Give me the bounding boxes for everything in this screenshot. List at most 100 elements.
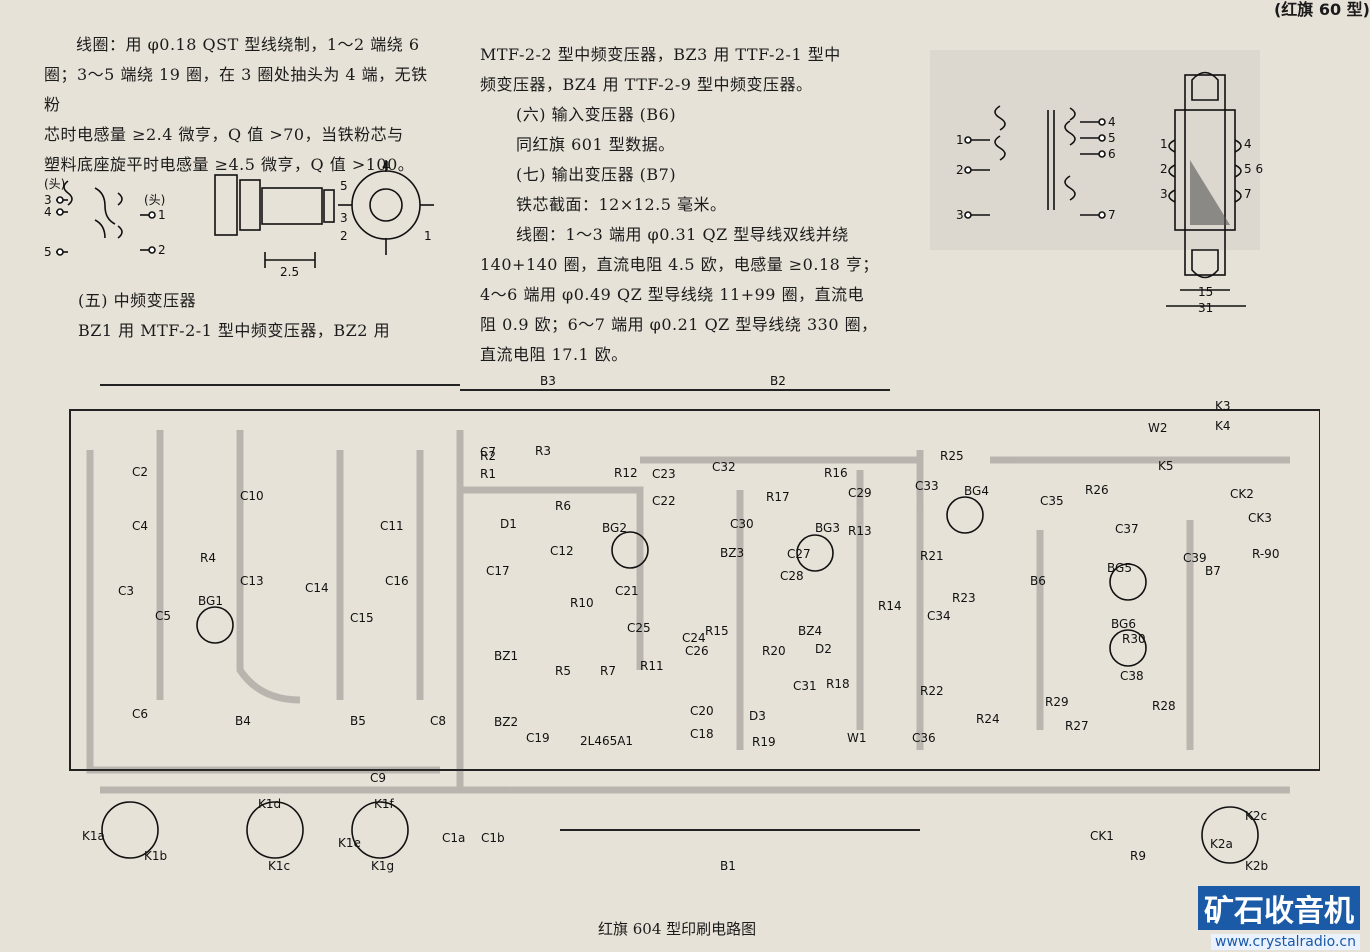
mid-line-1: MTF-2-2 型中频变压器，BZ3 用 TTF-2-1 型中 xyxy=(480,45,841,64)
pcb-label-c19: C19 xyxy=(526,731,550,745)
pcb-label-c6: C6 xyxy=(132,707,148,721)
pcb-label-c11: C11 xyxy=(380,519,404,533)
pcb-label-k1f: K1f xyxy=(374,797,395,811)
pcb-label-k1d: K1d xyxy=(258,797,281,811)
pcb-label-b4: B4 xyxy=(235,714,251,728)
pcb-label-c32: C32 xyxy=(712,460,736,474)
pcb-label-c16: C16 xyxy=(385,574,409,588)
pcb-label-r12: R12 xyxy=(614,466,638,480)
coil-line-4: 塑料底座旋平时电感量 ≥4.5 微亨，Q 值 >100。 xyxy=(44,155,415,174)
pcb-label-c12: C12 xyxy=(550,544,574,558)
pcb-label-b5: B5 xyxy=(350,714,366,728)
pcb-label-c34: C34 xyxy=(927,609,951,623)
pcb-label-r28: R28 xyxy=(1152,699,1176,713)
pcb-label-c1a: C1a xyxy=(442,831,465,845)
pcb-label-b3: B3 xyxy=(540,374,556,388)
pcb-label-r19: R19 xyxy=(752,735,776,749)
pcb-label-r20: R20 xyxy=(762,644,786,658)
pcb-label-c29: C29 xyxy=(848,486,872,500)
pcb-label-d2: D2 xyxy=(815,642,832,656)
coil-line-1: 线圈：用 φ0.18 QST 型线绕制，1～2 端绕 6 xyxy=(76,35,420,54)
pcb-label-k3: K3 xyxy=(1215,399,1231,413)
pcb-label-w2: W2 xyxy=(1148,421,1168,435)
pcb-label-c31: C31 xyxy=(793,679,817,693)
coil-line-3: 芯时电感量 ≥2.4 微亨，Q 值 >70，当铁粉芯与 xyxy=(44,125,404,144)
pcb-label-c9: C9 xyxy=(370,771,386,785)
secondary-pin-4: 4 xyxy=(1108,115,1116,129)
secondary-pin-6: 6 xyxy=(1108,147,1116,161)
pcb-label-ck1: CK1 xyxy=(1090,829,1114,843)
pcb-label-d1: D1 xyxy=(500,517,517,531)
rotary-switch-symbol xyxy=(351,801,409,859)
pcb-label-c10: C10 xyxy=(240,489,264,503)
pcb-label-c33: C33 xyxy=(915,479,939,493)
pcb-label-r29: R29 xyxy=(1045,695,1069,709)
pcb-label-r22: R22 xyxy=(920,684,944,698)
core-right-pin-7: 7 xyxy=(1244,187,1252,201)
rotary-switch-symbol xyxy=(246,801,304,859)
pcb-label-c28: C28 xyxy=(780,569,804,583)
pcb-label-c13: C13 xyxy=(240,574,264,588)
transistor-symbol xyxy=(1109,629,1147,667)
pcb-trace xyxy=(86,450,440,774)
mid-line-10: 阻 0.9 欧；6～7 端用 φ0.21 QZ 型导线绕 330 圈， xyxy=(480,315,878,334)
pcb-label-bz2: BZ2 xyxy=(494,715,518,729)
pcb-label-r21: R21 xyxy=(920,549,944,563)
mid-line-5: (七) 输出变压器 (B7) xyxy=(516,165,677,184)
socket-pin-4: 4 xyxy=(382,160,390,173)
pcb-label-r15: R15 xyxy=(705,624,729,638)
pcb-label-r3: R3 xyxy=(535,444,551,458)
coil-diagram: (头) (头) 3 4 5 1 2 2.5 4 5 3 2 1 xyxy=(44,160,434,279)
pcb-label-b6: B6 xyxy=(1030,574,1046,588)
mid-line-11: 直流电阻 17.1 欧。 xyxy=(480,345,628,364)
pcb-label-r4: R4 xyxy=(200,551,216,565)
core-left-pin-3: 3 xyxy=(1160,187,1168,201)
pcb-label-k1g: K1g xyxy=(371,859,394,873)
rotary-switch-symbol xyxy=(1201,806,1259,864)
pcb-label-r17: R17 xyxy=(766,490,790,504)
socket-pin-2: 2 xyxy=(340,229,348,243)
pcb-label-bg6: BG6 xyxy=(1111,617,1136,631)
pcb-label-c25: C25 xyxy=(627,621,651,635)
watermark-url: www.crystalradio.cn xyxy=(1211,934,1360,950)
transistor-symbol xyxy=(946,496,984,534)
pcb-label-c14: C14 xyxy=(305,581,329,595)
pcb-label-c27: C27 xyxy=(787,547,811,561)
pcb-label-k1c: K1c xyxy=(268,859,290,873)
primary-pin-3: 3 xyxy=(956,208,964,222)
pcb-label-c39: C39 xyxy=(1183,551,1207,565)
secondary-pin-5: 5 xyxy=(1108,131,1116,145)
pcb-label-r18: R18 xyxy=(826,677,850,691)
pcb-label-c15: C15 xyxy=(350,611,374,625)
watermark-name: 矿石收音机 xyxy=(1198,886,1360,930)
transistor-symbol xyxy=(796,534,834,572)
pcb-label-k4: K4 xyxy=(1215,419,1231,433)
dim-31: 31 xyxy=(1198,301,1213,315)
pcb-label-r9: R9 xyxy=(1130,849,1146,863)
dimension-label: 2.5 xyxy=(280,265,299,279)
mid-line-4: 同红旗 601 型数据。 xyxy=(516,135,675,154)
pin-5: 5 xyxy=(44,245,52,259)
socket-pin-1: 1 xyxy=(424,229,432,243)
pcb-label-k2b: K2b xyxy=(1245,859,1268,873)
pcb-label-r6: R6 xyxy=(555,499,571,513)
pcb-label-k1e: K1e xyxy=(338,836,361,850)
pcb-label-r16: R16 xyxy=(824,466,848,480)
pcb-label-bg4: BG4 xyxy=(964,484,989,498)
core-left-pin-2: 2 xyxy=(1160,162,1168,176)
pcb-label-r14: R14 xyxy=(878,599,902,613)
pin-3: 3 xyxy=(44,193,52,207)
pcb-label-w1: W1 xyxy=(847,731,867,745)
transistor-symbol xyxy=(196,606,234,644)
pcb-label-c24: C24 xyxy=(682,631,706,645)
middle-column: MTF-2-2 型中频变压器，BZ3 用 TTF-2-1 型中 频变压器，BZ4… xyxy=(480,40,880,370)
mid-line-2: 频变压器，BZ4 用 TTF-2-9 型中频变压器。 xyxy=(480,75,813,94)
pcb-label-bg5: BG5 xyxy=(1107,561,1132,575)
coil-line-2: 圈；3～5 端绕 19 圈，在 3 圈处抽头为 4 端，无铁粉 xyxy=(44,65,428,114)
pin-2: 2 xyxy=(158,243,166,257)
mid-line-6: 铁芯截面：12×12.5 毫米。 xyxy=(516,195,727,214)
mid-line-8: 140+140 圈，直流电阻 4.5 欧，电感量 ≥0.18 亨； xyxy=(480,255,879,274)
pcb-label-b7: B7 xyxy=(1205,564,1221,578)
pcb-label-c30: C30 xyxy=(730,517,754,531)
